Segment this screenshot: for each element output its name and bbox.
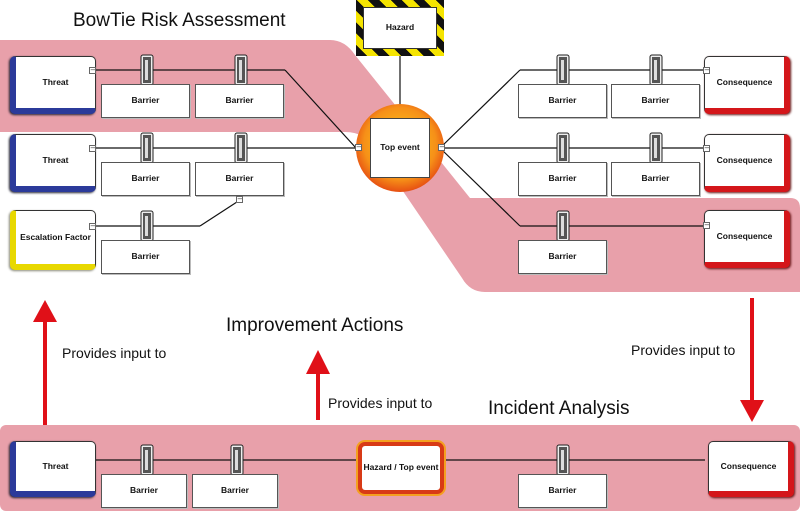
barrier-box[interactable]: Barrier xyxy=(101,474,187,508)
barrier-marker xyxy=(140,444,154,476)
barrier-box[interactable]: Barrier xyxy=(518,474,607,508)
barrier-box[interactable]: Barrier xyxy=(101,84,190,118)
barrier-box[interactable]: Barrier xyxy=(101,240,190,274)
input-arrows xyxy=(33,298,764,425)
escalation-factor-node[interactable]: Escalation Factor xyxy=(10,210,96,270)
improvement-actions-title: Improvement Actions xyxy=(226,315,404,336)
arrow-label-right: Provides input to xyxy=(631,342,736,358)
arrow-label-middle: Provides input to xyxy=(328,395,433,411)
collapse-icon[interactable]: − xyxy=(89,66,96,74)
top-event-node[interactable]: Top event xyxy=(356,104,444,192)
barrier-marker xyxy=(556,444,570,476)
collapse-icon[interactable]: − xyxy=(355,143,362,151)
barrier-marker xyxy=(556,210,570,242)
collapse-icon[interactable]: − xyxy=(438,143,445,151)
hazard-node[interactable]: Hazard xyxy=(356,0,444,56)
barrier-marker xyxy=(556,54,570,86)
collapse-icon[interactable]: − xyxy=(89,222,96,230)
barrier-box[interactable]: Barrier xyxy=(195,162,284,196)
incident-hazard-top-event-node[interactable]: Hazard / Top event xyxy=(358,442,444,494)
barrier-box[interactable]: Barrier xyxy=(518,240,607,274)
barrier-marker xyxy=(230,444,244,476)
barrier-marker xyxy=(649,132,663,164)
consequence-node-3[interactable]: Consequence xyxy=(704,210,790,268)
barrier-marker xyxy=(649,54,663,86)
threat-node-1[interactable]: Threat xyxy=(10,56,96,114)
collapse-icon[interactable]: − xyxy=(703,144,710,152)
incident-consequence-node[interactable]: Consequence xyxy=(708,441,794,497)
collapse-icon[interactable]: − xyxy=(236,195,243,203)
incident-analysis-title: Incident Analysis xyxy=(488,398,630,419)
consequence-node-1[interactable]: Consequence xyxy=(704,56,790,114)
barrier-box[interactable]: Barrier xyxy=(192,474,278,508)
hazard-label: Hazard xyxy=(363,7,437,49)
barrier-markers xyxy=(140,54,663,476)
collapse-icon[interactable]: − xyxy=(703,221,710,229)
barrier-box[interactable]: Barrier xyxy=(611,162,700,196)
incident-threat-node[interactable]: Threat xyxy=(10,441,96,497)
top-event-label: Top event xyxy=(370,118,430,178)
barrier-box[interactable]: Barrier xyxy=(518,84,607,118)
arrow-label-left: Provides input to xyxy=(62,345,167,361)
barrier-box[interactable]: Barrier xyxy=(518,162,607,196)
consequence-node-2[interactable]: Consequence xyxy=(704,134,790,192)
collapse-icon[interactable]: − xyxy=(89,144,96,152)
threat-node-2[interactable]: Threat xyxy=(10,134,96,192)
barrier-marker xyxy=(140,54,154,86)
barrier-marker xyxy=(556,132,570,164)
barrier-marker xyxy=(140,210,154,242)
diagram-title: BowTie Risk Assessment xyxy=(73,10,286,31)
barrier-box[interactable]: Barrier xyxy=(611,84,700,118)
barrier-marker xyxy=(234,54,248,86)
barrier-marker xyxy=(140,132,154,164)
connector-lines xyxy=(95,55,705,461)
barrier-box[interactable]: Barrier xyxy=(101,162,190,196)
barrier-marker xyxy=(234,132,248,164)
collapse-icon[interactable]: − xyxy=(703,66,710,74)
barrier-box[interactable]: Barrier xyxy=(195,84,284,118)
